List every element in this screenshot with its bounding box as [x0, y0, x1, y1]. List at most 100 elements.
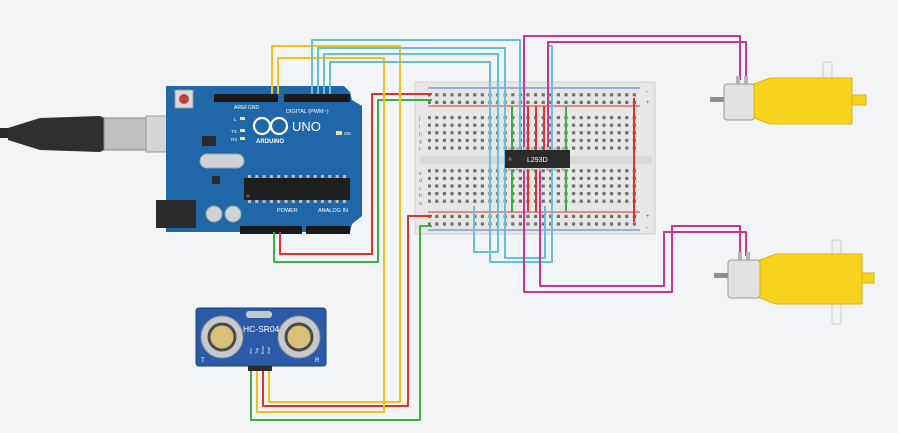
usb-cable[interactable] — [0, 115, 181, 153]
dc-motor-2[interactable] — [714, 239, 875, 325]
row-letter-d: d — [419, 178, 422, 184]
wire-motor1-a[interactable] — [523, 35, 741, 150]
row-letter-i: i — [419, 124, 420, 130]
row-letter-e: e — [419, 171, 422, 177]
chip-pin — [561, 147, 565, 150]
sensor-pin-vcc-label: Vcc — [249, 348, 253, 354]
led-l — [240, 117, 245, 120]
bottom-terminal-strip[interactable] — [428, 168, 640, 206]
led-on — [336, 131, 342, 135]
sensor-transducer-left-mesh — [207, 322, 237, 352]
led-rx — [240, 137, 245, 140]
chip-pin — [530, 168, 534, 171]
l293d-pins — [508, 147, 565, 171]
hc-sr04-sensor[interactable]: HC-SR04 T R Vcc Trig Echo Gnd — [195, 307, 327, 371]
sensor-transducer-right-mesh — [284, 322, 314, 352]
led-l-label: L — [234, 117, 237, 122]
chip-pin — [546, 147, 549, 150]
voltage-regulator — [212, 176, 220, 184]
l293d-body — [505, 150, 570, 168]
motor2-terminal-a — [738, 252, 742, 261]
chip-pin — [269, 200, 273, 203]
analog-label: ANALOG IN — [318, 208, 348, 214]
bottom-rail-minus: - — [646, 225, 648, 231]
row-letter-g: g — [419, 139, 422, 145]
capacitor-2 — [224, 205, 242, 223]
top-power-rail[interactable] — [428, 90, 640, 104]
chip-pin — [262, 175, 266, 178]
wire-sensor-gnd[interactable] — [250, 225, 432, 421]
motor2-can — [727, 259, 761, 299]
wire-motor2-b[interactable] — [539, 170, 747, 287]
chip-pin — [553, 168, 557, 171]
chip-pin — [342, 200, 346, 203]
motor1-gearbox — [753, 77, 853, 125]
chip-pin — [335, 200, 339, 203]
chip-pin — [523, 147, 527, 150]
power-label: POWER — [277, 208, 298, 214]
motor1-terminal-a — [736, 76, 740, 85]
chip-pin — [306, 200, 310, 203]
wire-digital-ic-3[interactable] — [323, 53, 499, 253]
sensor-pin-trig-label: Trig — [255, 348, 259, 354]
power-header-pins — [240, 227, 302, 233]
chip-pin — [248, 200, 251, 203]
chip-pin — [284, 175, 288, 178]
chip-pin — [277, 200, 281, 203]
chip-pin — [248, 175, 251, 178]
wire-sensor-vcc[interactable] — [262, 215, 432, 407]
top-terminal-strip[interactable] — [428, 114, 640, 152]
row-letter-c: c — [419, 186, 422, 192]
chip-pin — [284, 200, 288, 203]
chip-pin — [299, 200, 303, 203]
wire-digital-ic-1[interactable] — [311, 39, 521, 152]
board-model: UNO — [292, 119, 321, 134]
chip-pin — [538, 147, 542, 150]
chip-pin — [523, 168, 527, 171]
l293d-notch — [508, 157, 512, 161]
wire-sensor-trig[interactable] — [256, 57, 385, 413]
motor1-output — [851, 94, 867, 106]
analog-header-pins — [306, 227, 350, 233]
row-letter-f: f — [419, 147, 421, 153]
l293d-chip[interactable]: L293D — [505, 147, 570, 171]
row-letter-h: h — [419, 132, 422, 138]
sensor-label: HC-SR04 — [243, 324, 280, 334]
wire-digital-ic-4[interactable] — [329, 45, 553, 263]
digital-header-right-pins — [284, 95, 350, 101]
chip-pin — [342, 175, 346, 178]
arduino-uno-board[interactable]: AREF GND DIGITAL (PWM~) UNO ARDUINO L TX… — [156, 86, 362, 234]
chip-pin — [291, 200, 295, 203]
wire-gnd-top-rail[interactable] — [273, 99, 432, 263]
motor2-terminal-b — [746, 252, 750, 261]
board-brand: ARDUINO — [256, 139, 284, 145]
capacitor-1 — [205, 205, 223, 223]
chip-pin — [262, 200, 266, 203]
chip-pin — [335, 175, 339, 178]
digital-label: DIGITAL (PWM~) — [286, 109, 329, 115]
aref-label: AREF — [234, 105, 247, 111]
usb-plug-metal — [103, 117, 149, 151]
led-tx-label: TX — [231, 129, 237, 134]
atmega-pins-bottom — [248, 200, 346, 203]
usb-chip — [202, 136, 216, 146]
gnd-label: GND — [248, 105, 260, 111]
motor2-shaft — [714, 273, 730, 278]
led-rx-label: RX — [231, 137, 237, 142]
sensor-corner-right: R — [315, 358, 320, 364]
chip-pin — [328, 200, 332, 203]
sensor-pin-echo-label: Echo — [261, 346, 265, 354]
chip-pin — [328, 175, 332, 178]
wire-sensor-echo[interactable] — [268, 45, 401, 403]
top-rail-plus: + — [646, 100, 650, 106]
chip-pin — [321, 175, 324, 178]
chip-pin — [538, 168, 542, 171]
sensor-corner-left: T — [201, 358, 205, 364]
dc-motor-1[interactable] — [710, 61, 867, 125]
row-letter-b: b — [419, 193, 422, 199]
wire-5v-top-rail[interactable] — [279, 93, 432, 255]
wire-motor1-b[interactable] — [547, 41, 747, 150]
bottom-power-rail[interactable] — [428, 214, 640, 228]
chip-pin — [255, 175, 259, 178]
